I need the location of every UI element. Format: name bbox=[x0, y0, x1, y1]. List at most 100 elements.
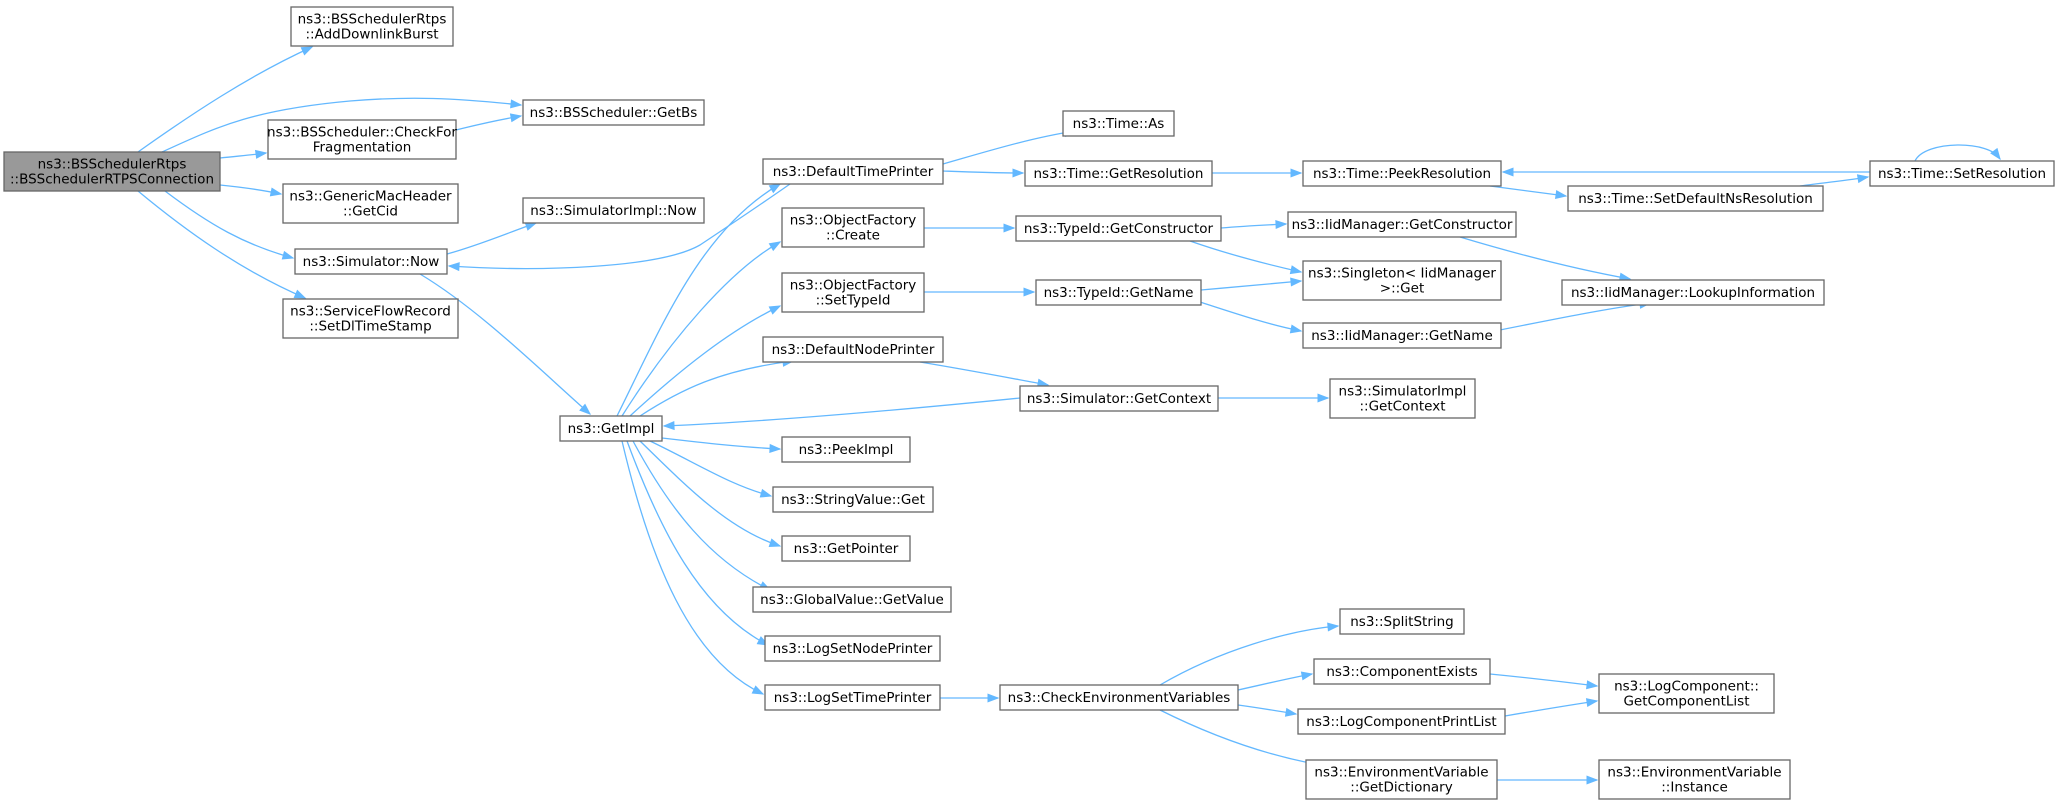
node-box bbox=[1019, 385, 1219, 412]
node-label: ns3::EnvironmentVariable bbox=[1607, 765, 1781, 781]
arrow-head-icon bbox=[768, 183, 782, 194]
node-label: >::Get bbox=[1380, 281, 1424, 297]
edge-checkEnvVars-to-logComponentPrintList bbox=[1237, 704, 1298, 717]
node-box bbox=[1035, 279, 1202, 306]
edge-getImpl-to-globalValueGetValue bbox=[632, 440, 772, 591]
edge-timeGetResolution-to-timePeekResolution bbox=[1212, 168, 1303, 178]
node-singletonGet[interactable]: ns3::Singleton< IidManager>::Get bbox=[1302, 260, 1502, 301]
arrow-head-icon bbox=[293, 289, 307, 299]
node-label: ::GetDictionary bbox=[1350, 780, 1452, 796]
node-root[interactable]: ns3::BSSchedulerRtps::BSSchedulerRTPSCon… bbox=[3, 151, 221, 192]
edge-checkEnvVars-to-componentExists bbox=[1237, 671, 1314, 691]
node-componentExists[interactable]: ns3::ComponentExists bbox=[1313, 658, 1491, 685]
node-timeSetResolution[interactable]: ns3::Time::SetResolution bbox=[1869, 160, 2055, 187]
edge-timeSetDefaultNsRes-to-timeSetResolution bbox=[1799, 174, 1870, 187]
node-label: ns3::PeekImpl bbox=[799, 442, 894, 458]
node-label: ns3::Time::PeekResolution bbox=[1313, 166, 1491, 182]
node-timeGetResolution[interactable]: ns3::Time::GetResolution bbox=[1024, 160, 1213, 187]
node-iidGetConstructor[interactable]: ns3::IidManager::GetConstructor bbox=[1287, 211, 1517, 238]
edge-line bbox=[446, 222, 537, 255]
arrow-head-icon bbox=[1290, 168, 1303, 178]
node-logComponentGetList[interactable]: ns3::LogComponent::GetComponentList bbox=[1598, 673, 1775, 714]
node-simImplNow[interactable]: ns3::SimulatorImpl::Now bbox=[522, 197, 705, 224]
node-simImplGetContext[interactable]: ns3::SimulatorImpl::GetContext bbox=[1329, 378, 1476, 419]
edge-timeSetResolution-to-timePeekResolution bbox=[1501, 167, 1870, 177]
arrow-head-icon bbox=[281, 250, 295, 260]
edge-defaultTimePrinter-to-timeGetResolution bbox=[942, 168, 1025, 178]
node-getImpl[interactable]: ns3::GetImpl bbox=[559, 415, 663, 442]
node-getPointer[interactable]: ns3::GetPointer bbox=[781, 535, 911, 562]
node-iidLookupInformation[interactable]: ns3::IidManager::LookupInformation bbox=[1561, 279, 1825, 306]
node-box bbox=[1561, 279, 1825, 306]
node-addDownlinkBurst[interactable]: ns3::BSSchedulerRtps::AddDownlinkBurst bbox=[290, 6, 454, 47]
edge-componentExists-to-logComponentGetList bbox=[1489, 673, 1599, 690]
node-objFactorySetTypeId[interactable]: ns3::ObjectFactory::SetTypeId bbox=[781, 272, 925, 313]
node-box bbox=[1302, 322, 1502, 349]
edge-line bbox=[616, 183, 781, 417]
arrow-head-icon bbox=[759, 488, 773, 498]
arrow-head-icon bbox=[1586, 775, 1599, 785]
node-label: ::Create bbox=[826, 228, 880, 244]
edge-line bbox=[626, 440, 769, 646]
node-box bbox=[1062, 110, 1175, 137]
node-label: ns3::GlobalValue::GetValue bbox=[760, 592, 944, 608]
arrow-head-icon bbox=[1290, 277, 1303, 287]
arrow-head-icon bbox=[1327, 622, 1340, 632]
node-timeAs[interactable]: ns3::Time::As bbox=[1062, 110, 1175, 137]
arrow-head-icon bbox=[1990, 147, 2001, 161]
node-setDlTimeStamp[interactable]: ns3::ServiceFlowRecord::SetDlTimeStamp bbox=[282, 298, 459, 339]
node-defaultTimePrinter[interactable]: ns3::DefaultTimePrinter bbox=[762, 158, 944, 185]
node-label: ns3::BSScheduler::CheckFor bbox=[267, 125, 457, 141]
node-simulatorNow[interactable]: ns3::Simulator::Now bbox=[294, 248, 448, 275]
node-timePeekResolution[interactable]: ns3::Time::PeekResolution bbox=[1302, 160, 1502, 187]
node-label: ns3::LogComponent:: bbox=[1614, 679, 1759, 695]
node-stringValueGet[interactable]: ns3::StringValue::Get bbox=[772, 486, 934, 513]
node-envVarInstance[interactable]: ns3::EnvironmentVariable::Instance bbox=[1598, 759, 1791, 800]
node-getBs[interactable]: ns3::BSScheduler::GetBs bbox=[522, 99, 705, 126]
node-label: ns3::IidManager::GetConstructor bbox=[1292, 217, 1513, 233]
node-box bbox=[559, 415, 663, 442]
node-label: ns3::DefaultNodePrinter bbox=[772, 342, 935, 358]
node-iidGetName[interactable]: ns3::IidManager::GetName bbox=[1302, 322, 1502, 349]
arrow-head-icon bbox=[987, 693, 1000, 703]
edge-timePeekResolution-to-timeSetDefaultNsRes bbox=[1489, 185, 1568, 200]
node-label: ns3::SimulatorImpl::Now bbox=[530, 203, 696, 219]
node-label: ::SetTypeId bbox=[816, 293, 891, 309]
node-peekImpl[interactable]: ns3::PeekImpl bbox=[781, 436, 911, 463]
node-box bbox=[522, 197, 705, 224]
node-objFactoryCreate[interactable]: ns3::ObjectFactory::Create bbox=[781, 207, 925, 248]
node-checkEnvVars[interactable]: ns3::CheckEnvironmentVariables bbox=[999, 684, 1239, 711]
edge-line bbox=[942, 130, 1076, 165]
node-getCid[interactable]: ns3::GenericMacHeader::GetCid bbox=[282, 183, 459, 224]
edge-line bbox=[419, 273, 591, 415]
node-logComponentPrintList[interactable]: ns3::LogComponentPrintList bbox=[1297, 708, 1506, 735]
arrow-head-icon bbox=[579, 403, 592, 415]
arrow-head-icon bbox=[447, 262, 460, 272]
node-envVarGetDictionary[interactable]: ns3::EnvironmentVariable::GetDictionary bbox=[1305, 759, 1498, 800]
edge-getImpl-to-logSetNodePrinter bbox=[626, 440, 770, 646]
node-typeIdGetName[interactable]: ns3::TypeId::GetName bbox=[1035, 279, 1202, 306]
node-box bbox=[781, 207, 925, 248]
edge-line bbox=[1237, 673, 1313, 691]
node-defaultNodePrinter[interactable]: ns3::DefaultNodePrinter bbox=[762, 336, 944, 363]
arrow-head-icon bbox=[1275, 219, 1288, 230]
edge-iidGetConstructor-to-iidLookupInformation bbox=[1459, 236, 1632, 282]
edge-defaultTimePrinter-to-simulatorNow bbox=[447, 183, 791, 272]
node-box bbox=[1015, 215, 1222, 242]
node-splitString[interactable]: ns3::SplitString bbox=[1339, 608, 1465, 635]
node-box bbox=[1869, 160, 2055, 187]
node-label: ns3::ObjectFactory bbox=[790, 278, 917, 294]
arrow-head-icon bbox=[1289, 324, 1303, 334]
node-simulatorGetContext[interactable]: ns3::Simulator::GetContext bbox=[1019, 385, 1219, 412]
node-timeSetDefaultNsRes[interactable]: ns3::Time::SetDefaultNsResolution bbox=[1567, 185, 1824, 212]
node-typeIdGetConstructor[interactable]: ns3::TypeId::GetConstructor bbox=[1015, 215, 1222, 242]
edge-objFactoryCreate-to-typeIdGetConstructor bbox=[924, 223, 1016, 233]
node-logSetNodePrinter[interactable]: ns3::LogSetNodePrinter bbox=[764, 635, 941, 662]
node-logSetTimePrinter[interactable]: ns3::LogSetTimePrinter bbox=[764, 684, 941, 711]
node-box bbox=[3, 151, 221, 192]
node-box bbox=[1567, 185, 1824, 212]
edge-logSetTimePrinter-to-checkEnvVars bbox=[940, 693, 1000, 703]
node-globalValueGetValue[interactable]: ns3::GlobalValue::GetValue bbox=[752, 586, 952, 613]
